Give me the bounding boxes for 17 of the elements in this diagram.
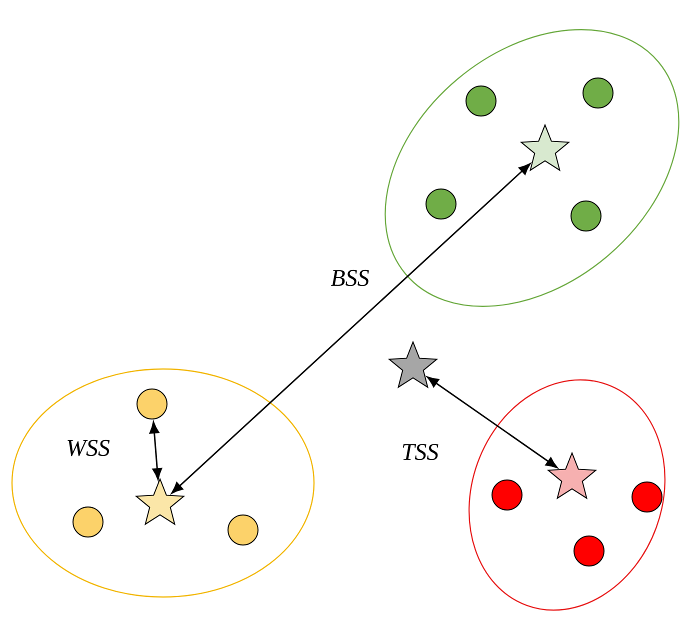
data-point xyxy=(570,200,602,232)
data-point xyxy=(466,86,496,116)
edge-label: WSS xyxy=(65,438,111,458)
edge-label: BSS xyxy=(330,268,370,288)
edge-label: TSS xyxy=(400,442,440,462)
data-point xyxy=(574,536,604,566)
arrow xyxy=(171,163,530,494)
data-point xyxy=(72,506,104,538)
arrow xyxy=(426,376,558,468)
data-point xyxy=(136,388,168,420)
data-point xyxy=(228,514,258,546)
data-point xyxy=(492,480,522,510)
data-point xyxy=(426,188,456,220)
cluster-ellipse xyxy=(11,368,315,598)
data-point xyxy=(582,78,614,108)
data-point xyxy=(632,482,662,512)
arrow xyxy=(149,422,162,480)
